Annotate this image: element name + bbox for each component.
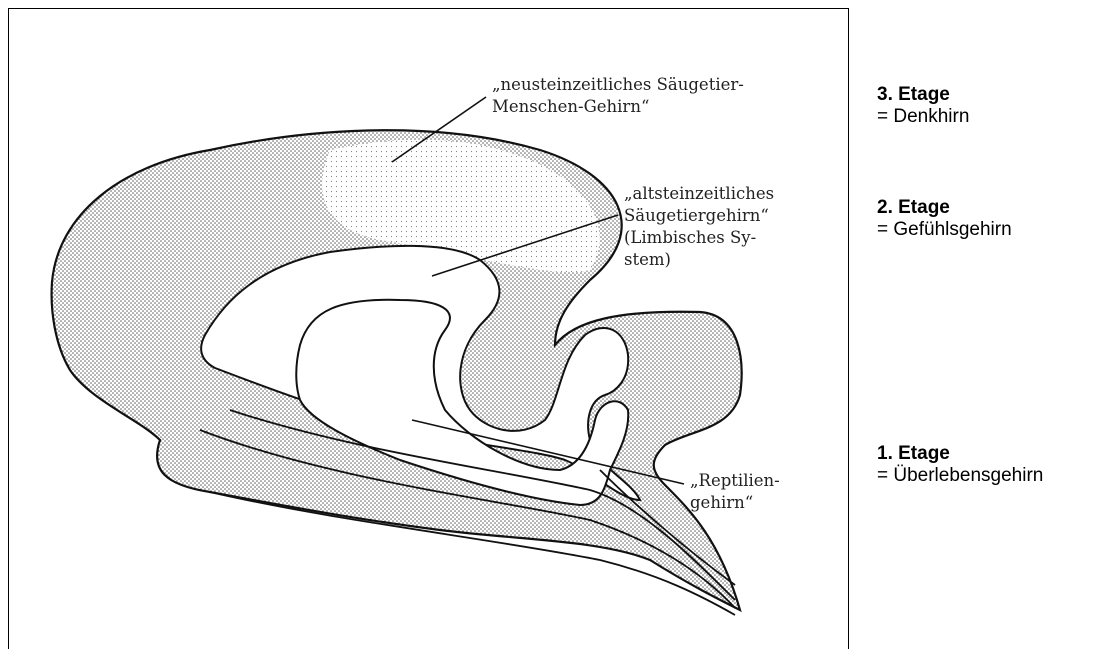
legend-title: 2. Etage	[877, 197, 1012, 219]
legend-desc: = Überlebensgehirn	[877, 465, 1043, 487]
legend-desc: = Denkhirn	[877, 106, 969, 128]
label-neocortex: „neusteinzeitliches Säugetier- Menschen-…	[492, 74, 744, 118]
legend-item-1: 1. Etage = Überlebensgehirn	[877, 443, 1043, 487]
label-reptile: „Reptilien- gehirn“	[690, 470, 780, 514]
label-limbic: „altsteinzeitliches Säugetiergehirn“ (Li…	[624, 183, 774, 271]
legend-title: 1. Etage	[877, 443, 1043, 465]
legend-title: 3. Etage	[877, 84, 969, 106]
legend-item-3: 3. Etage = Denkhirn	[877, 84, 969, 128]
legend-desc: = Gefühlsgehirn	[877, 219, 1012, 241]
legend-item-2: 2. Etage = Gefühlsgehirn	[877, 197, 1012, 241]
